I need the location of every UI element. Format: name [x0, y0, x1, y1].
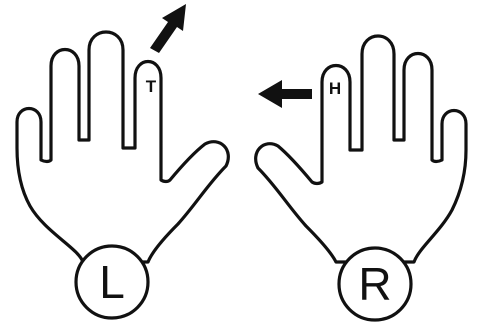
right-hand: R H	[254, 34, 468, 322]
left-palm-label: L	[99, 256, 125, 308]
left-hand-outline	[15, 30, 230, 264]
right-palm-label: R	[358, 258, 391, 310]
up-right-arrow-icon	[150, 4, 186, 53]
left-finger-key-label: T	[146, 77, 157, 96]
right-hand-outline	[254, 34, 468, 264]
left-palm-circle	[74, 244, 150, 320]
left-hand: L T	[15, 4, 230, 320]
right-finger-key-label: H	[329, 79, 341, 98]
left-arrow-icon	[258, 80, 312, 108]
right-palm-circle	[337, 246, 413, 322]
